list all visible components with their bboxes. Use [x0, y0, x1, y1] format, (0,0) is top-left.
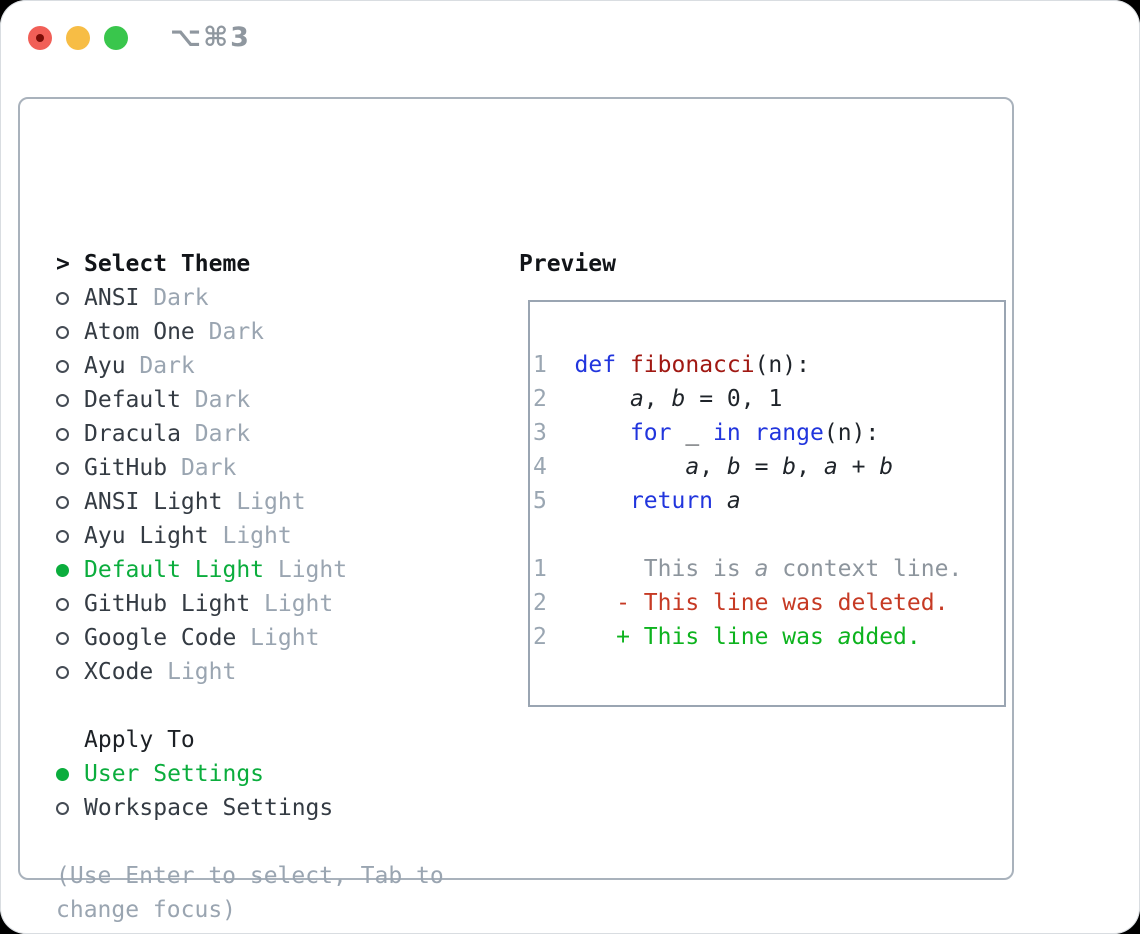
window-title: ⌥⌘3: [170, 22, 251, 53]
theme-option-name: Dracula: [84, 421, 181, 447]
titlebar: ⌥⌘3: [28, 22, 251, 53]
section-spacer: [56, 825, 444, 859]
theme-option-variant: Light: [250, 591, 334, 617]
theme-option-variant: Light: [153, 659, 237, 685]
focus-prompt-icon: >: [56, 251, 70, 277]
apply-to-option-name: User Settings: [84, 761, 265, 787]
preview-line: [533, 518, 1004, 552]
theme-option-name: ANSI Light: [84, 489, 223, 515]
preview-line: 3 for _ in range(n):: [533, 420, 880, 446]
radio-icon: [56, 665, 84, 679]
theme-option[interactable]: GitHub Light Light: [56, 587, 444, 621]
apply-to-header-row: Apply To: [56, 723, 444, 757]
theme-option[interactable]: Google Code Light: [56, 621, 444, 655]
preview-title: Preview: [519, 251, 616, 277]
radio-unselected-icon: [56, 631, 69, 645]
radio-icon: [56, 359, 84, 373]
preview-code: 1 def fibonacci(n): 2 a, b = 0, 1 3 for _ …: [530, 302, 1004, 654]
radio-unselected-icon: [56, 359, 69, 373]
preview-line: 1 def fibonacci(n):: [533, 352, 810, 378]
theme-option-variant: Dark: [194, 319, 265, 345]
theme-option[interactable]: Dracula Dark: [56, 417, 444, 451]
theme-option-name: ANSI: [84, 285, 140, 311]
radio-unselected-icon: [56, 665, 69, 679]
theme-option-variant: Dark: [180, 387, 251, 413]
theme-option-name: Ayu Light: [84, 523, 209, 549]
radio-unselected-icon: [56, 393, 69, 407]
radio-unselected-icon: [56, 495, 69, 509]
radio-icon: [56, 291, 84, 305]
theme-option[interactable]: Default Light Light: [56, 553, 444, 587]
preview-line: 2 a, b = 0, 1: [533, 386, 783, 412]
radio-unselected-icon: [56, 291, 69, 305]
theme-option-name: Ayu: [84, 353, 126, 379]
preview-line: 2 - This line was deleted.: [533, 590, 949, 616]
radio-icon: [56, 495, 84, 509]
theme-option-variant: Dark: [167, 455, 237, 481]
theme-option-name: Atom One: [84, 319, 195, 345]
theme-option[interactable]: Ayu Light Light: [56, 519, 444, 553]
preview-line: 5 return a: [533, 488, 741, 514]
zoom-button-icon[interactable]: [104, 26, 128, 50]
theme-option-name: XCode: [84, 659, 154, 685]
theme-option-variant: Light: [208, 523, 292, 549]
radio-icon: [56, 801, 84, 815]
theme-option[interactable]: GitHub Dark: [56, 451, 444, 485]
theme-option-name: Default: [84, 387, 181, 413]
theme-menu-header-row: > Select Theme: [56, 247, 444, 281]
theme-option-name: Default Light: [84, 557, 265, 583]
radio-icon: [56, 563, 84, 577]
radio-icon: [56, 461, 84, 475]
theme-option[interactable]: Ayu Dark: [56, 349, 444, 383]
radio-unselected-icon: [56, 529, 69, 543]
section-spacer: [56, 689, 444, 723]
apply-to-option[interactable]: User Settings: [56, 757, 444, 791]
theme-option[interactable]: Default Dark: [56, 383, 444, 417]
hint-text-line-2: change focus): [56, 897, 237, 923]
theme-option-name: Google Code: [84, 625, 237, 651]
radio-icon: [56, 767, 84, 781]
theme-option[interactable]: ANSI Light Light: [56, 485, 444, 519]
theme-option[interactable]: Atom One Dark: [56, 315, 444, 349]
theme-option-variant: Light: [222, 489, 306, 515]
radio-icon: [56, 631, 84, 645]
apply-to-option[interactable]: Workspace Settings: [56, 791, 444, 825]
preview-box: 1 def fibonacci(n): 2 a, b = 0, 1 3 for _ …: [528, 300, 1006, 707]
radio-unselected-icon: [56, 461, 69, 475]
radio-unselected-icon: [56, 597, 69, 611]
apply-to-header: Apply To: [84, 727, 195, 753]
theme-option[interactable]: XCode Light: [56, 655, 444, 689]
theme-option-name: GitHub: [84, 455, 168, 481]
radio-unselected-icon: [56, 325, 69, 339]
theme-option-name: GitHub Light: [84, 591, 251, 617]
theme-option-variant: Dark: [125, 353, 195, 379]
radio-selected-icon: [56, 767, 69, 781]
preview-line: 2 + This line was added.: [533, 624, 921, 650]
radio-unselected-icon: [56, 427, 69, 441]
theme-menu-header: Select Theme: [84, 251, 251, 277]
radio-icon: [56, 427, 84, 441]
radio-icon: [56, 597, 84, 611]
radio-icon: [56, 325, 84, 339]
theme-option[interactable]: ANSI Dark: [56, 281, 444, 315]
apply-to-option-name: Workspace Settings: [84, 795, 334, 821]
radio-selected-icon: [56, 563, 69, 577]
radio-icon: [56, 393, 84, 407]
preview-line: 4 a, b = b, a + b: [533, 454, 894, 480]
theme-option-variant: Dark: [180, 421, 251, 447]
theme-option-variant: Dark: [139, 285, 209, 311]
close-button-icon[interactable]: [28, 26, 52, 50]
hint-text-line-1: (Use Enter to select, Tab to: [56, 863, 444, 889]
preview-line: 1 This is a context line.: [533, 556, 963, 582]
radio-unselected-icon: [56, 801, 69, 815]
theme-option-variant: Light: [264, 557, 348, 583]
radio-icon: [56, 529, 84, 543]
minimize-button-icon[interactable]: [66, 26, 90, 50]
theme-option-variant: Light: [236, 625, 320, 651]
